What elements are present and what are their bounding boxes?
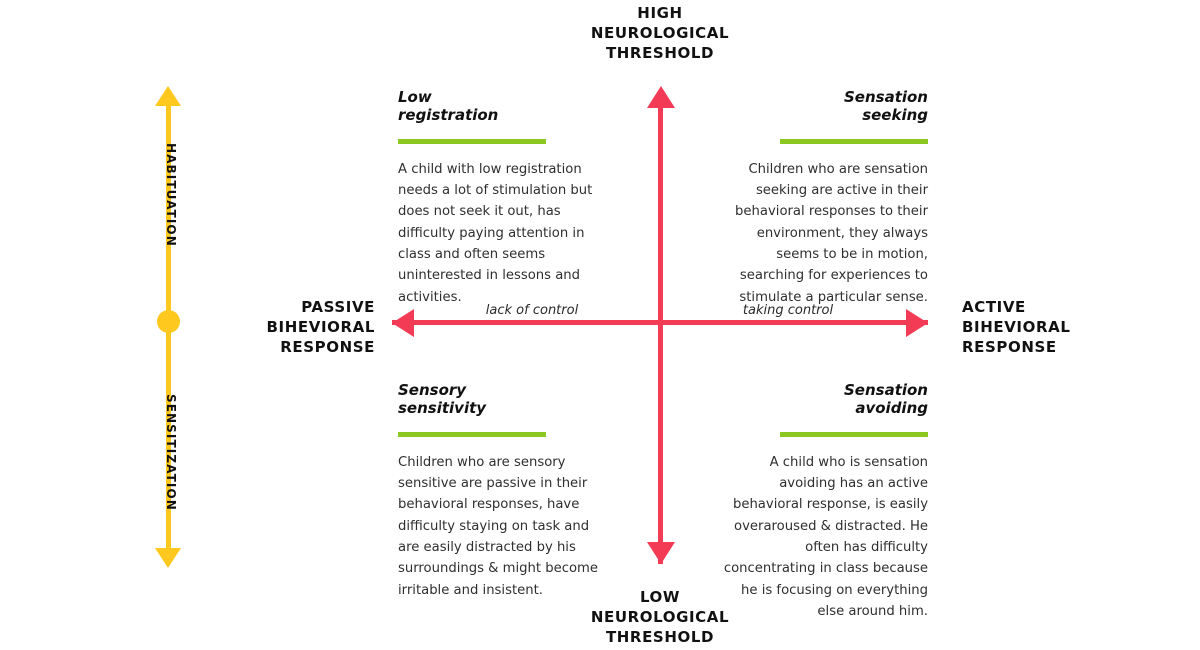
quadrant-title: Sensation seeking: [712, 88, 928, 125]
quadrant-description: A child with low registration needs a lo…: [398, 161, 593, 305]
quadrant-underline: [780, 138, 928, 144]
quadrant-low-registration: Low registration A child with low regist…: [398, 88, 614, 308]
habituation-axis-up-arrowhead-icon: [155, 86, 181, 106]
quadrant-underline: [780, 431, 928, 437]
vertical-axis-up-arrowhead-icon: [647, 86, 675, 108]
active-label-line-1: ACTIVE: [962, 298, 1026, 316]
low-threshold-label: LOW NEUROLOGICAL THRESHOLD: [530, 588, 790, 648]
quadrant-title: Sensory sensitivity: [398, 381, 614, 418]
quadrant-title: Sensation avoiding: [712, 381, 928, 418]
active-label-line-3: RESPONSE: [962, 337, 1057, 356]
quadrant-title-line-2: registration: [398, 106, 499, 125]
high-threshold-label: HIGH NEUROLOGICAL THRESHOLD: [530, 4, 790, 64]
vertical-axis-line: [658, 92, 663, 564]
quadrant-title-line-1: Sensation: [843, 88, 928, 106]
quadrant-title-line-1: Sensory: [398, 381, 467, 399]
horizontal-axis-right-arrowhead-icon: [906, 309, 928, 337]
high-threshold-line-2: NEUROLOGICAL: [590, 23, 730, 42]
habituation-axis-down-arrowhead-icon: [155, 548, 181, 568]
low-threshold-line-2: NEUROLOGICAL: [590, 607, 730, 626]
vertical-axis-down-arrowhead-icon: [647, 542, 675, 564]
horizontal-axis-left-arrowhead-icon: [392, 309, 414, 337]
quadrant-sensation-avoiding: Sensation avoiding A child who is sensat…: [712, 381, 928, 623]
quadrant-title-line-2: sensitivity: [398, 399, 487, 418]
low-threshold-line-1: LOW: [639, 588, 681, 606]
taking-control-note: taking control: [742, 303, 834, 318]
quadrant-description: Children who are sensation seeking are a…: [735, 161, 928, 305]
quadrant-title: Low registration: [398, 88, 614, 125]
active-label-line-2: BIHEVIORAL: [962, 317, 1071, 336]
sensitization-label: SENSITIZATION: [164, 394, 178, 511]
passive-behavioral-response-label: PASSIVE BIHEVIORAL RESPONSE: [235, 298, 375, 358]
quadrant-title-line-1: Low: [398, 88, 432, 106]
passive-label-line-2: BIHEVIORAL: [266, 317, 375, 336]
passive-label-line-1: PASSIVE: [301, 298, 375, 316]
habituation-axis-midpoint-dot-icon: [157, 310, 180, 333]
quadrant-title-line-2: avoiding: [855, 399, 928, 418]
quadrant-title-line-2: seeking: [862, 106, 928, 125]
quadrant-description: Children who are sensory sensitive are p…: [398, 454, 599, 598]
high-threshold-line-3: THRESHOLD: [605, 43, 715, 62]
quadrant-underline: [398, 138, 546, 144]
quadrant-sensation-seeking: Sensation seeking Children who are sensa…: [712, 88, 928, 308]
low-threshold-line-3: THRESHOLD: [605, 627, 715, 646]
quadrant-underline: [398, 431, 546, 437]
quadrant-description: A child who is sensation avoiding has an…: [723, 454, 928, 620]
high-threshold-line-1: HIGH: [637, 4, 683, 22]
quadrant-sensory-sensitivity: Sensory sensitivity Children who are sen…: [398, 381, 614, 601]
quadrant-title-line-1: Sensation: [843, 381, 928, 399]
active-behavioral-response-label: ACTIVE BIHEVIORAL RESPONSE: [962, 298, 1102, 358]
passive-label-line-3: RESPONSE: [280, 337, 375, 356]
lack-of-control-note: lack of control: [485, 303, 579, 318]
habituation-label: HABITUATION: [164, 143, 178, 247]
